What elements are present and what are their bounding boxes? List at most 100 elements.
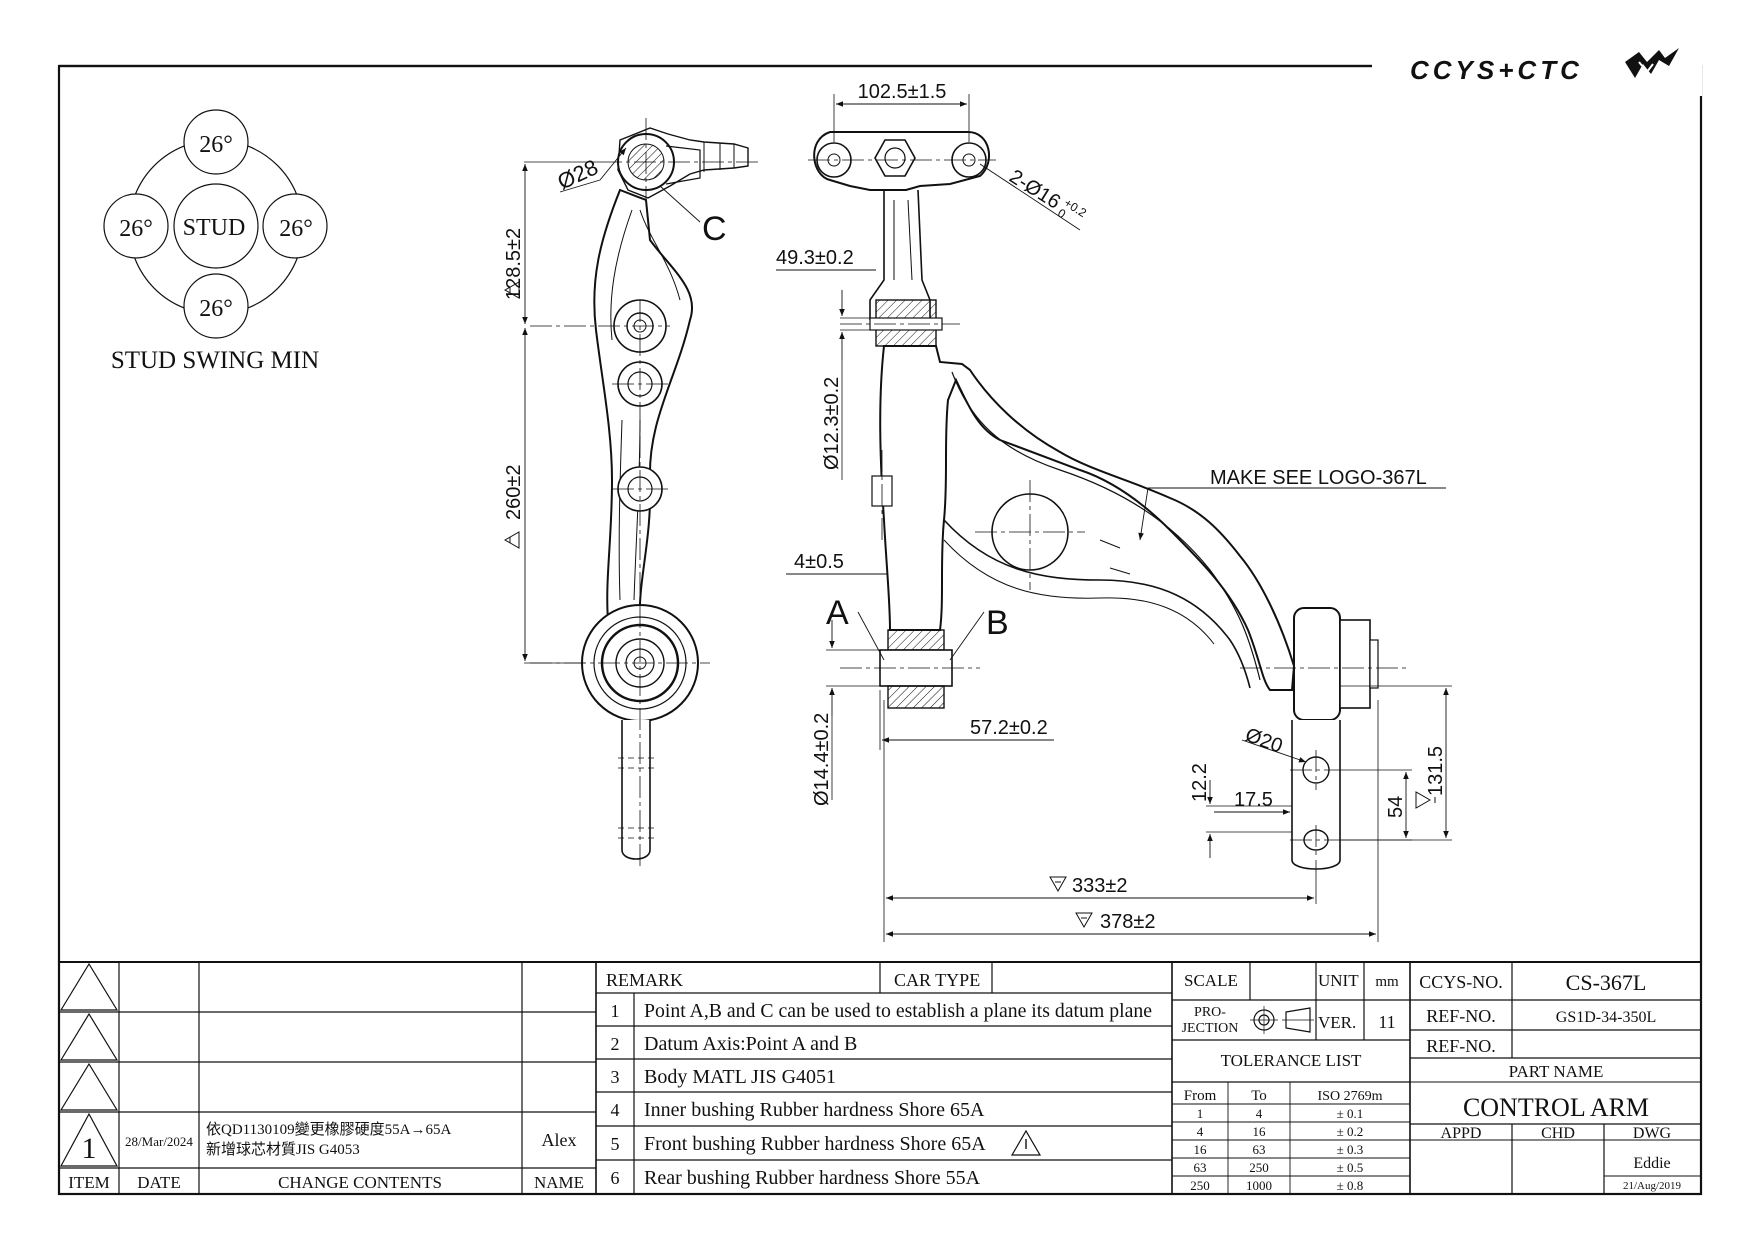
remarks-header: REMARK [606, 970, 683, 990]
revision-date: 28/Mar/2024 [125, 1134, 193, 1149]
revision-header-contents: CHANGE CONTENTS [278, 1173, 442, 1192]
dim-2-holes-tol-lower: 0 [1055, 206, 1068, 222]
tolerance-value: ± 0.1 [1337, 1106, 1364, 1121]
part-name: CONTROL ARM [1463, 1093, 1649, 1122]
unit-value: mm [1375, 974, 1399, 990]
remark-text: Front bushing Rubber hardness Shore 65A [644, 1133, 986, 1155]
tolerance-to: 16 [1253, 1124, 1267, 1139]
third-angle-projection-icon [1250, 1006, 1314, 1034]
revision-table: 1 28/Mar/2024 依QD1130109變更橡膠硬度55A→65A 新增… [59, 962, 597, 1194]
scale-label: SCALE [1184, 971, 1238, 990]
top-view-dimensions: 102.5±1.5 2-Ø16 +0.2 0 49.3±0.2 Ø12.3±0.… [776, 81, 1452, 942]
spec-table: SCALE UNIT mm PRO- JECTION VER. 11 TOLER… [1172, 962, 1410, 1194]
revision-contents-line1: 依QD1130109變更橡膠硬度55A→65A [206, 1121, 451, 1138]
dim-378: 378±2 [1100, 911, 1155, 933]
tolerance-value: ± 0.8 [1337, 1178, 1364, 1193]
tolerance-header-from: From [1184, 1088, 1217, 1104]
dim-hole-20: Ø20 [1242, 724, 1285, 758]
unit-label: UNIT [1318, 971, 1359, 990]
dwg-label: DWG [1633, 1125, 1672, 1142]
dim-17-5: 17.5 [1234, 789, 1273, 811]
dim-2-holes: 2-Ø16 [1005, 166, 1064, 214]
part-info-table: CCYS-NO. CS-367L REF-NO. GS1D-34-350L RE… [1409, 962, 1701, 1194]
dim-4: 4±0.5 [794, 551, 844, 573]
point-b: B [986, 604, 1009, 642]
car-type-label: CAR TYPE [894, 970, 980, 990]
tolerance-from: 250 [1190, 1178, 1210, 1193]
point-c: C [702, 210, 727, 248]
remark-text: Rear bushing Rubber hardness Shore 55A [644, 1167, 981, 1189]
remarks-table: REMARK CAR TYPE 1 Point A,B and C can be… [596, 962, 1173, 1194]
drawn-by: Eddie [1633, 1155, 1670, 1172]
tolerance-to: 4 [1256, 1106, 1263, 1121]
tolerance-from: 4 [1197, 1124, 1204, 1139]
dim-14-4: Ø14.4±0.2 [811, 713, 833, 806]
revision-contents-line2: 新增球芯材質JIS G4053 [206, 1140, 360, 1158]
tolerance-header-iso: ISO 2769m [1318, 1089, 1383, 1104]
dim-333: 333±2 [1072, 875, 1127, 897]
chd-label: CHD [1541, 1125, 1575, 1142]
remark-no: 5 [611, 1134, 620, 1154]
dim-57-2: 57.2±0.2 [970, 717, 1048, 739]
dim-131-5: 131.5 [1425, 746, 1447, 796]
swing-angle-left: 26° [119, 216, 153, 242]
remark-text: Inner bushing Rubber hardness Shore 65A [644, 1099, 985, 1121]
stud-swing-diagram: 26° 26° 26° 26° STUD STUD SWING MIN [103, 109, 328, 374]
logo-note: MAKE SEE LOGO-367L [1210, 467, 1427, 489]
title-block: 1 28/Mar/2024 依QD1130109變更橡膠硬度55A→65A 新增… [59, 961, 1701, 1194]
tolerance-from: 1 [1197, 1106, 1204, 1121]
remark-text: Body MATL JIS G4051 [644, 1066, 836, 1088]
ver-label: VER. [1318, 1013, 1356, 1032]
dim-ball-28: Ø28 [554, 154, 602, 194]
tolerance-to: 1000 [1246, 1178, 1272, 1193]
ccys-no-label: CCYS-NO. [1419, 972, 1503, 992]
remark-no: 1 [611, 1001, 620, 1021]
tolerance-value: ± 0.5 [1337, 1160, 1364, 1175]
projection-line1: PRO- [1194, 1005, 1226, 1020]
dim-12-3: Ø12.3±0.2 [821, 377, 843, 470]
revision-name: Alex [542, 1130, 577, 1150]
tolerance-header-to: To [1251, 1088, 1267, 1104]
dim-260: 260±2 [503, 465, 525, 520]
brand-logo: CCYS+CTC [1410, 48, 1679, 85]
ver-value: 11 [1378, 1012, 1395, 1032]
dim-54: 54 [1385, 796, 1407, 818]
swing-angle-right: 26° [279, 216, 313, 242]
part-name-label: PART NAME [1509, 1062, 1604, 1081]
tolerance-to: 250 [1249, 1160, 1269, 1175]
drawn-date: 21/Aug/2019 [1623, 1180, 1682, 1192]
revision-header-name: NAME [534, 1173, 584, 1192]
tolerance-value: ± 0.3 [1337, 1142, 1364, 1157]
ccys-logo-icon [1625, 48, 1679, 78]
tolerance-title: TOLERANCE LIST [1221, 1051, 1362, 1070]
stud-swing-title: STUD SWING MIN [111, 347, 319, 374]
remark-no: 6 [611, 1168, 620, 1188]
brand-name: CCYS+CTC [1410, 55, 1583, 85]
remark-no: 2 [611, 1034, 620, 1054]
revision-header-date: DATE [137, 1173, 180, 1192]
dim-49-3: 49.3±0.2 [776, 247, 854, 269]
tolerance-value: ± 0.2 [1337, 1124, 1364, 1139]
revision-header-item: ITEM [68, 1173, 110, 1192]
dim-102-5: 102.5±1.5 [858, 81, 947, 103]
remark-text: Point A,B and C can be used to establish… [644, 1000, 1152, 1022]
side-view: 128.5±2 260±2 Ø28 C [503, 118, 760, 870]
ref-no-label: REF-NO. [1426, 1006, 1496, 1026]
warning-triangle-icon [1010, 1129, 1042, 1156]
appd-label: APPD [1441, 1125, 1482, 1142]
tolerance-from: 63 [1194, 1160, 1207, 1175]
swing-angle-top: 26° [199, 132, 233, 158]
dim-12-2: 12.2 [1189, 763, 1211, 802]
top-view [808, 131, 1410, 870]
remark-no: 3 [611, 1067, 620, 1087]
revision-item: 1 [82, 1132, 97, 1165]
ref-no-label: REF-NO. [1426, 1036, 1496, 1056]
ccys-no: CS-367L [1566, 970, 1647, 995]
swing-angle-bottom: 26° [199, 296, 233, 322]
point-a: A [826, 594, 849, 632]
projection-line2: JECTION [1182, 1021, 1239, 1036]
ref-no-1: GS1D-34-350L [1556, 1009, 1656, 1026]
remark-text: Datum Axis:Point A and B [644, 1033, 857, 1055]
remark-no: 4 [611, 1100, 620, 1120]
